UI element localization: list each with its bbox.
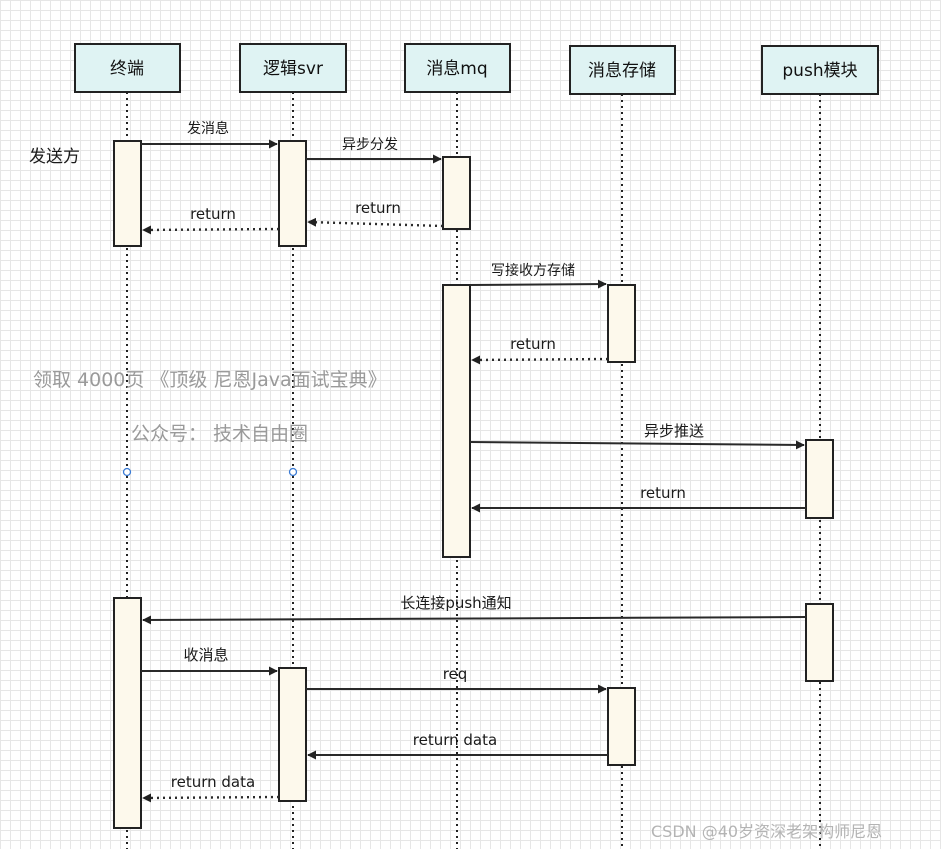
message-label: 写接收方存储 [491, 262, 575, 279]
activation-push-2[interactable] [805, 603, 834, 682]
activation-logic-2[interactable] [278, 667, 307, 802]
message-label: return data [171, 773, 255, 791]
message-async-push[interactable]: 异步推送 [469, 422, 805, 450]
message-label: return [190, 205, 236, 223]
activation-client-1[interactable] [113, 140, 142, 247]
message-label: return data [413, 731, 497, 749]
activation-client-2[interactable] [113, 597, 142, 829]
participant-label: 终端 [110, 59, 144, 79]
sender-label: 发送方 [29, 147, 80, 167]
message-write-storage[interactable]: 写接收方存储 [469, 262, 607, 289]
participant-label: push模块 [782, 61, 857, 81]
participant-mq[interactable]: 消息mq [404, 43, 511, 93]
message-label: 收消息 [183, 646, 228, 664]
message-return-client[interactable]: return [142, 205, 280, 235]
message-label: 异步推送 [644, 422, 704, 440]
participant-label: 逻辑svr [263, 59, 323, 79]
message-label: return [510, 335, 556, 353]
message-long-connection-push[interactable]: 长连接push通知 [142, 594, 807, 625]
message-req[interactable]: req [306, 665, 607, 694]
lifeline-handle-logic[interactable] [288, 467, 298, 477]
message-label: 异步分发 [342, 137, 398, 153]
lifeline-handle-client[interactable] [122, 467, 132, 477]
participant-label: 消息mq [426, 59, 487, 79]
watermark-line-2: 公众号： 技术自由圈 [131, 423, 308, 445]
message-async-dispatch[interactable]: 异步分发 [306, 137, 442, 164]
activation-push-1[interactable] [805, 439, 834, 519]
activation-mq-2[interactable] [442, 284, 471, 558]
message-label: return [640, 484, 686, 502]
message-return-push[interactable]: return [471, 484, 806, 513]
participant-client[interactable]: 终端 [74, 43, 181, 93]
message-return-mq[interactable]: return [471, 335, 609, 365]
activation-store-1[interactable] [607, 284, 636, 363]
activation-mq-1[interactable] [442, 156, 471, 230]
participant-push[interactable]: push模块 [761, 45, 879, 95]
message-receive[interactable]: 收消息 [141, 646, 278, 676]
watermark-line-1: 领取 4000页 《顶级 尼恩Java面试宝典》 [33, 369, 387, 391]
message-return-logic[interactable]: return [307, 199, 444, 228]
csdn-credit: CSDN @40岁资深老架构师尼恩 [651, 822, 882, 841]
message-label: req [443, 665, 468, 683]
activation-store-2[interactable] [607, 687, 636, 766]
message-send[interactable]: 发消息 [141, 120, 278, 149]
message-label: 发消息 [187, 120, 229, 137]
message-return-data-logic[interactable]: return data [307, 731, 608, 760]
participant-logic[interactable]: 逻辑svr [239, 43, 347, 93]
participant-label: 消息存储 [588, 61, 656, 81]
activation-logic-1[interactable] [278, 140, 307, 247]
message-label: return [355, 199, 401, 217]
message-label: 长连接push通知 [400, 594, 511, 612]
message-return-data-client[interactable]: return data [142, 773, 280, 803]
participant-store[interactable]: 消息存储 [569, 45, 676, 95]
